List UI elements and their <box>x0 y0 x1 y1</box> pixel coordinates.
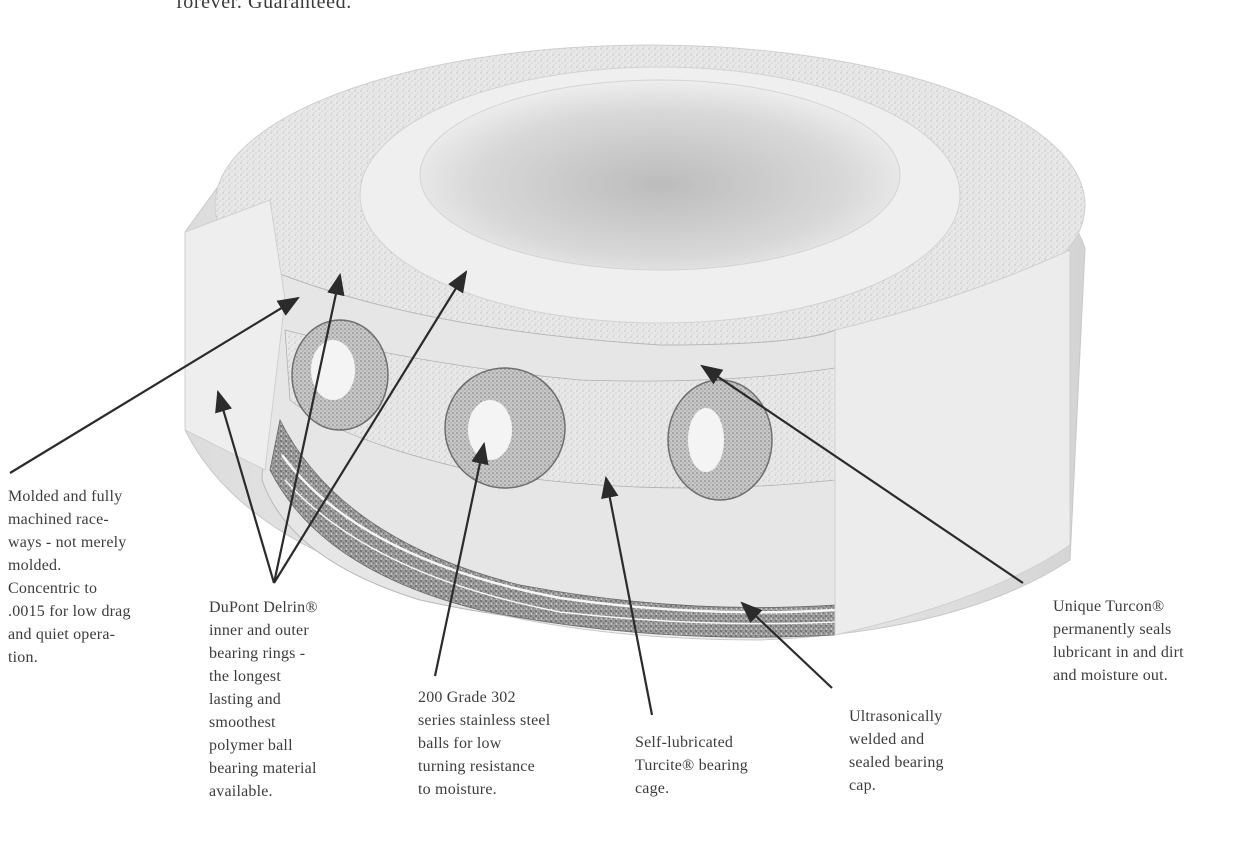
bearing-ball-1 <box>292 320 388 430</box>
callout-raceways: Molded and fully machined race- ways - n… <box>8 485 183 669</box>
bearing-bore <box>420 80 900 270</box>
callout-balls: 200 Grade 302 series stainless steel bal… <box>418 686 593 801</box>
bearing-illustration <box>185 45 1085 640</box>
bearing-ball-2 <box>445 368 565 488</box>
callout-seal: Unique Turcon® permanently seals lubrica… <box>1053 595 1233 687</box>
callout-rings: DuPont Delrin® inner and outer bearing r… <box>209 596 349 803</box>
callout-cap: Ultrasonically welded and sealed bearing… <box>849 705 989 797</box>
bearing-ball-3 <box>668 380 772 500</box>
callout-cage: Self-lubricated Turcite® bearing cage. <box>635 731 795 800</box>
